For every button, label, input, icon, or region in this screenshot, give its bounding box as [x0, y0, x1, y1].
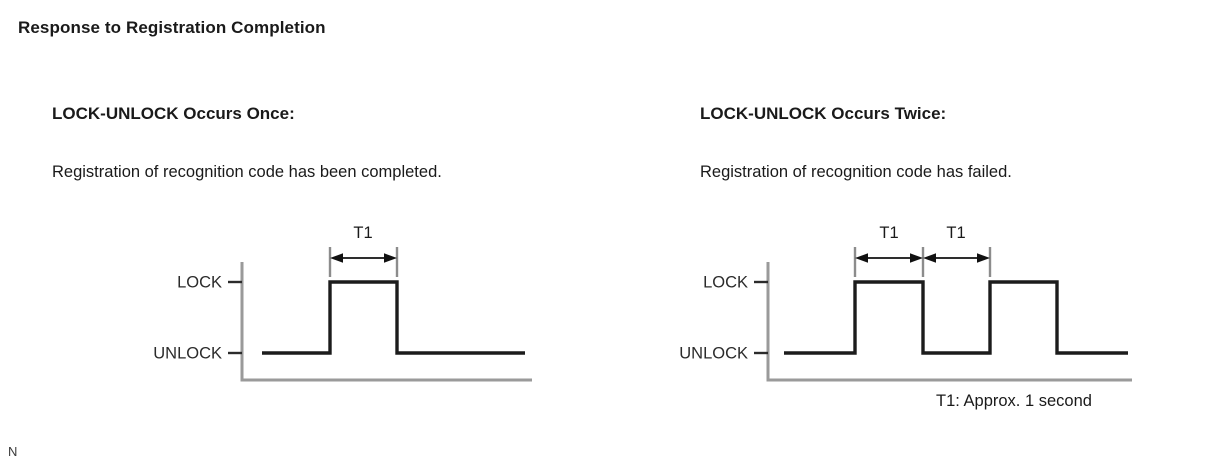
dimension-label-t1-second: T1	[946, 224, 965, 242]
axis-label-unlock: UNLOCK	[153, 344, 222, 362]
waveform-trace	[784, 280, 1128, 355]
timing-diagram-once: LOCK UNLOCK T1	[153, 224, 532, 382]
dimension-label-t1-first: T1	[879, 224, 898, 242]
footnote-t1: T1: Approx. 1 second	[936, 392, 1092, 410]
dimension-label-t1: T1	[353, 224, 372, 242]
axis-lines	[240, 262, 532, 382]
page-title: Response to Registration Completion	[18, 18, 326, 37]
panel-description-once: Registration of recognition code has bee…	[52, 163, 442, 181]
dimension-arrow-t1-first	[855, 253, 923, 263]
axis-label-lock: LOCK	[177, 273, 222, 291]
axis-lines	[766, 262, 1132, 382]
timing-diagram-twice: LOCK UNLOCK T1 T1	[679, 224, 1132, 382]
axis-label-lock: LOCK	[703, 273, 748, 291]
dimension-arrow-t1	[330, 253, 397, 263]
axis-label-unlock: UNLOCK	[679, 344, 748, 362]
dimension-arrow-t1-second	[923, 253, 990, 263]
panel-heading-twice: LOCK-UNLOCK Occurs Twice:	[700, 104, 947, 123]
waveform-trace	[262, 280, 525, 355]
panel-heading-once: LOCK-UNLOCK Occurs Once:	[52, 104, 295, 123]
panel-description-twice: Registration of recognition code has fai…	[700, 163, 1012, 181]
page-marker: N	[8, 444, 18, 459]
